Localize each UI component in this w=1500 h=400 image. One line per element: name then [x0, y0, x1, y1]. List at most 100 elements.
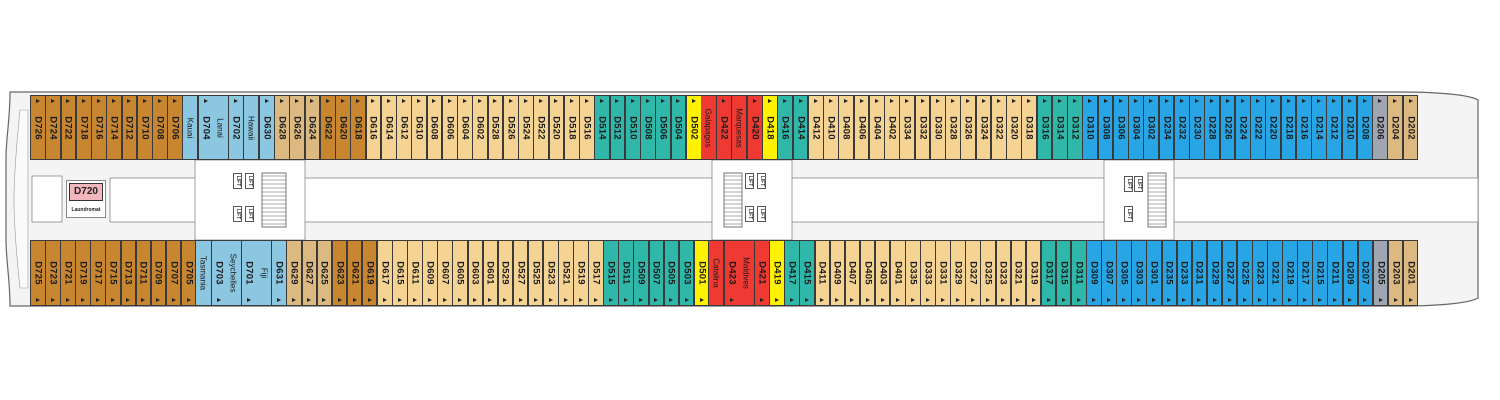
cabin-d712[interactable]: D712: [121, 95, 138, 160]
cabin-d711[interactable]: D711: [135, 240, 152, 306]
cabin-d503[interactable]: D503: [678, 240, 695, 306]
cabin-d326[interactable]: D326: [960, 95, 977, 160]
cabin-d525[interactable]: D525: [527, 240, 544, 306]
cabin-d307[interactable]: D307: [1101, 240, 1117, 306]
cabin-d227[interactable]: D227: [1221, 240, 1238, 306]
cabin-d328[interactable]: D328: [945, 95, 961, 160]
cabin-d420[interactable]: D420: [746, 95, 763, 160]
cabin-d723[interactable]: D723: [45, 240, 61, 306]
cabin-d324[interactable]: D324: [975, 95, 992, 160]
cabin-d714[interactable]: D714: [106, 95, 122, 160]
cabin-d218[interactable]: D218: [1280, 95, 1297, 160]
cabin-d301[interactable]: D301: [1146, 240, 1162, 306]
cabin-d611[interactable]: D611: [407, 240, 423, 306]
cabin-d334[interactable]: D334: [899, 95, 916, 160]
cabin-d405[interactable]: D405: [859, 240, 876, 306]
cabin-d233[interactable]: D233: [1176, 240, 1193, 306]
cabin-d316[interactable]: D316: [1036, 95, 1053, 160]
cabin-d623[interactable]: D623: [331, 240, 348, 306]
cabin-d308[interactable]: D308: [1097, 95, 1114, 160]
cabin-d704[interactable]: D704: [197, 95, 214, 160]
cabin-d601[interactable]: D601: [482, 240, 499, 306]
cabin-d207[interactable]: D207: [1357, 240, 1374, 306]
cabin-d708[interactable]: D708: [152, 95, 168, 160]
cabin-d628[interactable]: D628: [274, 95, 290, 160]
cabin-d620[interactable]: D620: [335, 95, 351, 160]
cabin-d310[interactable]: D310: [1082, 95, 1099, 160]
cabin-d509[interactable]: D509: [633, 240, 650, 306]
cabin-d209[interactable]: D209: [1342, 240, 1359, 306]
cabin-d414[interactable]: D414: [792, 95, 809, 160]
cabin-d235[interactable]: D235: [1161, 240, 1178, 306]
cabin-d415[interactable]: D415: [799, 240, 815, 306]
cabin-d309[interactable]: D309: [1086, 240, 1102, 306]
cabin-d210[interactable]: D210: [1341, 95, 1358, 160]
cabin-d602[interactable]: D602: [472, 95, 489, 160]
cabin-d410[interactable]: D410: [823, 95, 839, 160]
cabin-d403[interactable]: D403: [874, 240, 891, 306]
cabin-d315[interactable]: D315: [1055, 240, 1072, 306]
cabin-d614[interactable]: D614: [380, 95, 397, 160]
cabin-d505[interactable]: D505: [663, 240, 680, 306]
cabin-d225[interactable]: D225: [1236, 240, 1253, 306]
cabin-d631[interactable]: D631: [271, 240, 287, 306]
cabin-d223[interactable]: D223: [1252, 240, 1268, 306]
cabin-d402[interactable]: D402: [884, 95, 900, 160]
cabin-d702[interactable]: D702: [228, 95, 245, 160]
cabin-d507[interactable]: D507: [648, 240, 665, 306]
cabin-d520[interactable]: D520: [548, 95, 565, 160]
cabin-d230[interactable]: D230: [1189, 95, 1205, 160]
cabin-d705[interactable]: D705: [180, 240, 197, 306]
cabin-d335[interactable]: D335: [905, 240, 921, 306]
cabin-d205[interactable]: D205: [1372, 240, 1389, 306]
cabin-d332[interactable]: D332: [914, 95, 931, 160]
cabin-d527[interactable]: D527: [512, 240, 529, 306]
cabin-d423[interactable]: D423: [724, 240, 740, 306]
cabin-d606[interactable]: D606: [441, 95, 458, 160]
cabin-d220[interactable]: D220: [1265, 95, 1282, 160]
cabin-d523[interactable]: D523: [542, 240, 559, 306]
cabin-d330[interactable]: D330: [929, 95, 946, 160]
cabin-d709[interactable]: D709: [150, 240, 167, 306]
cabin-d319[interactable]: D319: [1025, 240, 1042, 306]
cabin-d312[interactable]: D312: [1067, 95, 1083, 160]
cabin-d320[interactable]: D320: [1006, 95, 1022, 160]
cabin-d612[interactable]: D612: [396, 95, 412, 160]
cabin-d306[interactable]: D306: [1112, 95, 1129, 160]
cabin-d725[interactable]: D725: [30, 240, 46, 306]
cabin-d417[interactable]: D417: [784, 240, 800, 306]
cabin-d222[interactable]: D222: [1250, 95, 1266, 160]
cabin-d722[interactable]: D722: [60, 95, 77, 160]
cabin-d718[interactable]: D718: [75, 95, 92, 160]
cabin-d325[interactable]: D325: [980, 240, 997, 306]
cabin-d517[interactable]: D517: [588, 240, 604, 306]
cabin-d610[interactable]: D610: [411, 95, 428, 160]
cabin-d515[interactable]: D515: [603, 240, 619, 306]
cabin-d506[interactable]: D506: [655, 95, 672, 160]
cabin-d224[interactable]: D224: [1234, 95, 1251, 160]
cabin-d617[interactable]: D617: [377, 240, 393, 306]
cabin-d228[interactable]: D228: [1204, 95, 1221, 160]
cabin-d512[interactable]: D512: [609, 95, 626, 160]
cabin-d317[interactable]: D317: [1040, 240, 1057, 306]
cabin-d418[interactable]: D418: [762, 95, 778, 160]
cabin-d703[interactable]: D703: [211, 240, 227, 306]
cabin-d202[interactable]: D202: [1402, 95, 1419, 160]
cabin-d412[interactable]: D412: [807, 95, 824, 160]
cabin-d321[interactable]: D321: [1010, 240, 1027, 306]
cabin-d510[interactable]: D510: [624, 95, 641, 160]
cabin-d519[interactable]: D519: [573, 240, 589, 306]
cabin-d502[interactable]: D502: [685, 95, 702, 160]
cabin-d526[interactable]: D526: [502, 95, 519, 160]
cabin-d717[interactable]: D717: [90, 240, 106, 306]
cabin-d524[interactable]: D524: [518, 95, 534, 160]
cabin-d501[interactable]: D501: [693, 240, 710, 306]
cabin-d607[interactable]: D607: [437, 240, 453, 306]
cabin-d219[interactable]: D219: [1282, 240, 1298, 306]
cabin-d624[interactable]: D624: [304, 95, 321, 160]
cabin-d208[interactable]: D208: [1356, 95, 1373, 160]
cabin-d411[interactable]: D411: [814, 240, 831, 306]
cabin-d726[interactable]: D726: [30, 95, 46, 160]
cabin-d616[interactable]: D616: [365, 95, 382, 160]
cabin-d629[interactable]: D629: [286, 240, 303, 306]
